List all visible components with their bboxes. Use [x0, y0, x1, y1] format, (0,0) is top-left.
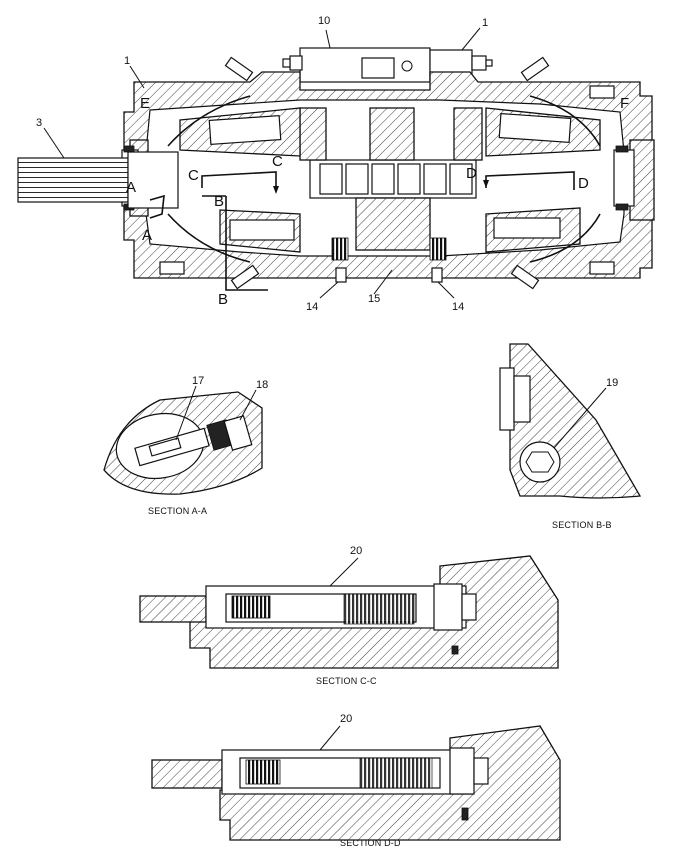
left-rotating-group: [179, 107, 301, 253]
section-letter-d-right: D: [578, 175, 589, 192]
section-letter-a-upper: A: [126, 179, 136, 196]
section-dd-caption: SECTION D-D: [340, 838, 401, 848]
section-letter-e: E: [140, 95, 150, 112]
spring-right: [429, 237, 447, 261]
section-aa-view: [103, 385, 263, 495]
section-dd-view: [151, 725, 561, 841]
plug-left: [335, 267, 347, 283]
right-rotating-group: [485, 107, 601, 253]
section-cc-caption: SECTION C-C: [316, 676, 377, 686]
plug-right: [431, 267, 443, 283]
callout-18: 18: [256, 379, 268, 391]
section-bb-view: [499, 343, 642, 499]
section-cc-view: [139, 555, 559, 669]
callout-17: 17: [192, 375, 204, 387]
section-letter-b-upper: B: [214, 193, 224, 210]
main-pump-view: [17, 27, 655, 299]
callout-14-left: 14: [306, 301, 318, 313]
callout-1-top: 1: [482, 17, 488, 29]
spring-cc: [231, 595, 271, 619]
center-block: [355, 197, 431, 251]
callout-20-dd: 20: [340, 713, 352, 725]
section-letter-c-left: C: [188, 167, 199, 184]
section-letter-d-left: D: [466, 165, 477, 182]
section-bb-caption: SECTION B-B: [552, 520, 612, 530]
callout-1-left: 1: [124, 55, 130, 67]
spring-left: [331, 237, 349, 261]
shaft-segments: [319, 163, 473, 195]
hose-fittings: [159, 56, 615, 290]
section-letter-a-lower: A: [142, 227, 152, 244]
callout-10: 10: [318, 15, 330, 27]
section-letter-f: F: [620, 95, 629, 112]
section-aa-caption: SECTION A-A: [148, 506, 207, 516]
callout-3: 3: [36, 117, 42, 129]
callout-14-right: 14: [452, 301, 464, 313]
orifice-19: [519, 441, 561, 483]
section-letter-b-lower: B: [218, 291, 228, 308]
callout-19: 19: [606, 377, 618, 389]
section-letter-c-right: C: [272, 153, 283, 170]
spring-dd: [245, 759, 281, 785]
valve-insert-17: [134, 427, 210, 467]
callout-20-cc: 20: [350, 545, 362, 557]
callout-15: 15: [368, 293, 380, 305]
plug-18: [206, 415, 253, 451]
